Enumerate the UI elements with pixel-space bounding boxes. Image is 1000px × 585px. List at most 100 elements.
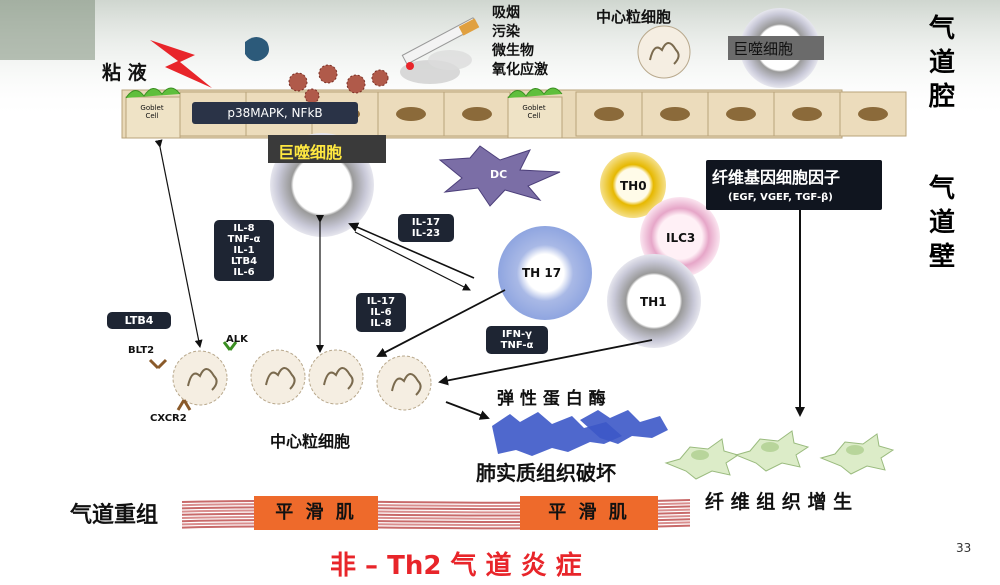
wall-label-char: 道: [928, 208, 955, 238]
lumen-label-char: 腔: [928, 82, 955, 112]
elastase-label: 弹 性 蛋 白 酶: [497, 389, 606, 409]
smooth-muscle-box-left: 平 滑 肌: [254, 496, 378, 530]
fibrogenic-cytokines-box: 纤维基因细胞因子 (EGF, VGEF, TGF-β): [706, 160, 882, 210]
fibrogenic-title: 纤维基因细胞因子: [712, 168, 841, 187]
macrophage-mid-tag: [268, 135, 386, 163]
il17-il23-box: IL-17 IL-23: [398, 214, 454, 242]
neutrophil-nucleus: [265, 367, 296, 390]
neutrophil-cluster: [172, 349, 432, 411]
mucus-label: 粘 液: [102, 62, 147, 84]
lumen-label: 气 道 腔: [922, 12, 962, 114]
wall-label-char: 气: [928, 174, 955, 204]
cytokine-item: LTB4: [230, 256, 258, 267]
smooth-muscle-box-right: 平 滑 肌: [520, 496, 658, 530]
epithelial-cell: [839, 91, 907, 137]
pollen-icon: [245, 37, 269, 62]
th17-cell: [498, 226, 592, 320]
trigger-item: 吸烟: [492, 5, 520, 21]
goblet-cell-left: [125, 87, 181, 139]
cigarette-icon: [400, 17, 480, 84]
cytokine-item: IL-6: [370, 307, 392, 318]
virus-particles-icon: [288, 64, 389, 104]
destruction-label: 肺实质组织破坏: [476, 461, 616, 485]
th0-label: TH0: [620, 179, 647, 193]
ltb4-box: LTB4: [107, 312, 171, 329]
elastase-molecules: [492, 410, 668, 456]
th0-cell: [600, 152, 666, 218]
neutrophil-cell: [172, 350, 228, 406]
epithelial-nucleus: [660, 107, 690, 121]
epithelial-nucleus: [462, 107, 492, 121]
trigger-item: 污染: [492, 24, 520, 40]
trigger-item: 氧化应激: [492, 62, 548, 78]
page-title: 非 – Th2 气 道 炎 症: [330, 551, 582, 581]
dc-label: DC: [490, 168, 508, 181]
cytokine-item: IL-23: [411, 228, 441, 239]
fibrogenic-subtitle: (EGF, VGEF, TGF-β): [728, 192, 833, 203]
epithelial-nucleus: [792, 107, 822, 121]
fibroblast-cells: [664, 430, 895, 480]
fibroblast-nucleus: [846, 445, 864, 455]
page-number: 33: [956, 541, 972, 555]
cxcr2-receptor-icon: [176, 399, 192, 411]
epithelial-nucleus: [726, 107, 756, 121]
arrows: [154, 139, 805, 420]
th17-label: TH 17: [522, 266, 562, 280]
macrophage-mid-label: 巨噬细胞: [278, 143, 343, 162]
cytokine-item: IL-1: [233, 245, 255, 256]
neutrophil-cell: [376, 355, 432, 411]
trigger-item: 微生物: [492, 43, 534, 59]
macrophage-top-label: 巨噬细胞: [733, 40, 794, 58]
cytokine-item: IL-8: [370, 318, 392, 329]
neutrophil-nucleus: [391, 373, 422, 396]
wall-label-char: 壁: [928, 242, 955, 272]
epithelial-nucleus: [858, 107, 888, 121]
cytokine-item: TNF-α: [227, 234, 261, 245]
neutrophil-top-cell: [637, 25, 691, 79]
alk-receptor-icon: [222, 341, 238, 351]
neutrophil-top-label: 中心粒细胞: [596, 8, 672, 26]
triggers-list: 吸烟 污染 微生物 氧化应激: [492, 4, 548, 80]
wall-label: 气 道 壁: [922, 172, 962, 274]
ifn-tnf-box: IFN-γ TNF-α: [486, 326, 548, 354]
blt2-receptor-icon: [148, 358, 168, 370]
photo-corner: [0, 0, 95, 60]
goblet-label-line: Goblet: [522, 104, 546, 112]
neutrophil-cell: [250, 349, 306, 405]
goblet-label-line: Cell: [527, 112, 541, 120]
cxcr2-label: CXCR2: [150, 413, 187, 424]
cytokine-item: IL-17: [366, 296, 396, 307]
goblet-cell-label-left: Goblet Cell: [132, 104, 172, 120]
goblet-label-line: Cell: [145, 112, 159, 120]
lightning-icon: [150, 40, 212, 88]
th1-label: TH1: [640, 295, 667, 309]
blt2-label: BLT2: [128, 345, 155, 356]
cytokine-item: IL-8: [233, 223, 255, 234]
goblet-cell-right: [507, 87, 563, 139]
neutrophil-cell: [308, 349, 364, 405]
cytokine-item: IFN-γ: [502, 329, 532, 340]
lumen-label-char: 道: [928, 48, 955, 78]
neutrophil-nucleus: [323, 367, 354, 390]
macrophage-cytokine-box: IL-8 TNF-α IL-1 LTB4 IL-6: [214, 220, 274, 281]
cytokine-item: IL-17: [411, 217, 441, 228]
cytokine-item: TNF-α: [500, 340, 534, 351]
fibroblast-nucleus: [761, 442, 779, 452]
epithelial-nucleus: [396, 107, 426, 121]
th1-cell: [607, 254, 701, 348]
remodeling-label: 气道重组: [70, 503, 159, 528]
neutrophil-nucleus: [187, 368, 218, 391]
alk-label: ALK: [226, 334, 248, 345]
fibroblast-nucleus: [691, 450, 709, 460]
cytokine-item: IL-6: [233, 267, 255, 278]
fibrosis-label: 纤 维 组 织 增 生: [705, 491, 853, 513]
ilc3-label: ILC3: [666, 231, 696, 245]
epithelial-nucleus: [594, 107, 624, 121]
goblet-cell-label-right: Goblet Cell: [514, 104, 554, 120]
il17-il6-il8-box: IL-17 IL-6 IL-8: [356, 293, 406, 332]
goblet-label-line: Goblet: [140, 104, 164, 112]
macrophage-top-tag: [728, 36, 824, 60]
lumen-label-char: 气: [928, 14, 955, 44]
p38-pathway-box: p38MAPK, NFkB: [192, 102, 358, 124]
